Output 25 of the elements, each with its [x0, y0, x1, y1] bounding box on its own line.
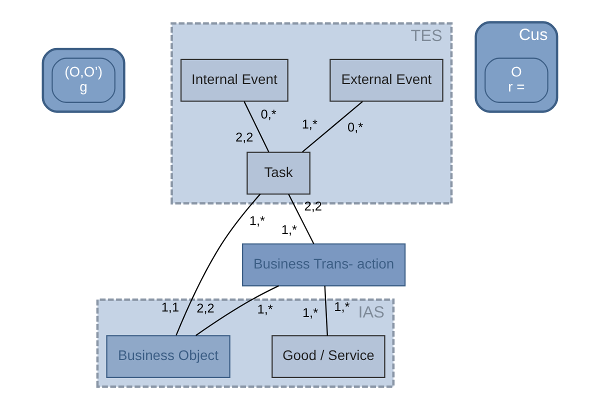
- node-box: Internal Event: [180, 58, 288, 102]
- label: 1,*: [281, 222, 298, 238]
- label: 0,*: [347, 120, 364, 135]
- node-box: Good / Service: [272, 335, 386, 378]
- label: 0,*: [260, 106, 276, 122]
- label: 2,2: [236, 130, 254, 145]
- label: 1,*: [302, 304, 318, 320]
- connector: [288, 194, 314, 244]
- label: 2,2: [196, 300, 214, 316]
- connector: [244, 101, 270, 152]
- connector: [302, 101, 363, 152]
- node-box: Business Trans- action: [242, 243, 406, 286]
- label: 1,1: [161, 299, 180, 314]
- node-box: (O,O’) g: [52, 58, 116, 103]
- label: 1,*: [334, 299, 350, 314]
- connector: [196, 285, 279, 336]
- node-box: External Event: [330, 58, 444, 102]
- connector: [324, 286, 328, 336]
- node-box: Business Object: [106, 335, 230, 378]
- label: 1,*: [257, 301, 273, 316]
- node-box: Task: [246, 152, 310, 195]
- node-box: O r =: [484, 58, 548, 103]
- label: 1,*: [249, 213, 266, 228]
- cluster: [42, 48, 126, 113]
- label: 1,*: [302, 116, 318, 132]
